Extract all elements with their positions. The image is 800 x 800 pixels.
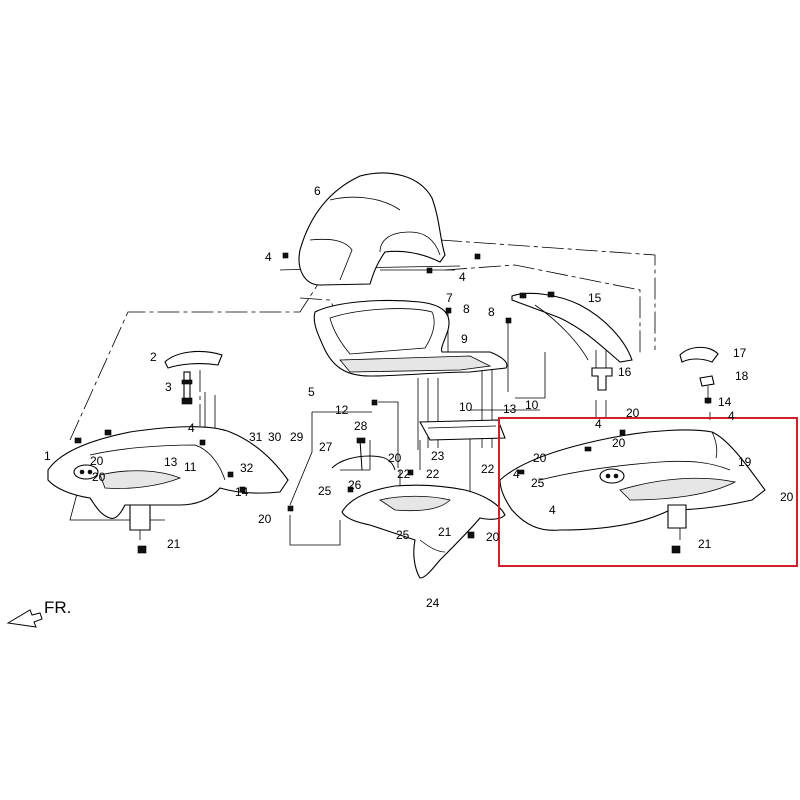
callout: 11 [184,460,197,474]
callout: 13 [164,455,178,469]
callout: 4 [595,417,602,431]
callout: 20 [486,530,500,544]
callout: 21 [438,525,452,539]
callout: 7 [446,291,453,305]
left-front-fender [47,426,289,531]
callout: 24 [426,596,440,610]
callout: 32 [240,461,254,475]
callout: 1 [44,449,51,463]
callout: 28 [354,419,368,433]
callout: 12 [335,403,349,417]
callout: 10 [525,398,539,412]
callout: 20 [258,512,272,526]
callout: 13 [503,402,517,416]
callout: 4 [188,421,195,435]
right-front-fender [499,429,766,531]
callout: 14 [718,395,732,409]
callout: 17 [733,346,747,360]
callout: 29 [290,430,304,444]
callout: 21 [698,537,712,551]
callout-labels: 1 2 3 4 4 4 4 4 4 4 5 6 7 8 8 9 10 10 11… [44,184,794,610]
callout: 27 [319,440,333,454]
callout: 20 [533,451,547,465]
callout: 3 [165,380,172,394]
direction-label: FR. [44,598,71,617]
center-lower-shroud [341,484,506,579]
connector-lines [69,250,711,550]
callout: 4 [728,409,735,423]
callout: 8 [463,302,470,316]
callout: 20 [612,436,626,450]
callout: 22 [397,467,411,481]
cable-27 [331,437,396,471]
callout: 2 [150,350,157,364]
callout: 6 [314,184,321,198]
highlight-box [498,417,798,567]
fasteners [74,252,681,554]
front-direction-arrow: FR. [6,598,71,628]
clip-16 [591,350,613,391]
front-top-cover [298,172,446,286]
callout: 20 [90,454,104,468]
callout: 5 [308,385,315,399]
small-cover-2 [164,350,223,405]
callout: 4 [265,250,272,264]
center-tray [419,419,506,441]
callout: 8 [488,305,495,319]
callout: 20 [780,490,794,504]
callout: 31 [249,430,263,444]
small-cover-17 [679,346,719,404]
side-trim [511,291,633,363]
callout: 26 [348,478,362,492]
callout: 19 [738,455,752,469]
callout: 20 [388,451,402,465]
callout: 22 [481,462,495,476]
callout: 20 [92,470,106,484]
callout: 25 [396,528,410,542]
callout: 23 [431,449,445,463]
callout: 15 [588,291,602,305]
callout: 21 [167,537,181,551]
callout: 4 [513,467,520,481]
callout: 16 [618,365,632,379]
callout: 4 [459,270,466,284]
callout: 18 [735,369,749,383]
callout: 30 [268,430,282,444]
callout: 9 [461,332,468,346]
callout: 22 [426,467,440,481]
handlebar-cover [313,299,508,377]
callout: 14 [235,485,249,499]
callout: 25 [531,476,545,490]
callout: 20 [626,406,640,420]
callout: 10 [459,400,473,414]
callout: 25 [318,484,332,498]
callout: 4 [549,503,556,517]
